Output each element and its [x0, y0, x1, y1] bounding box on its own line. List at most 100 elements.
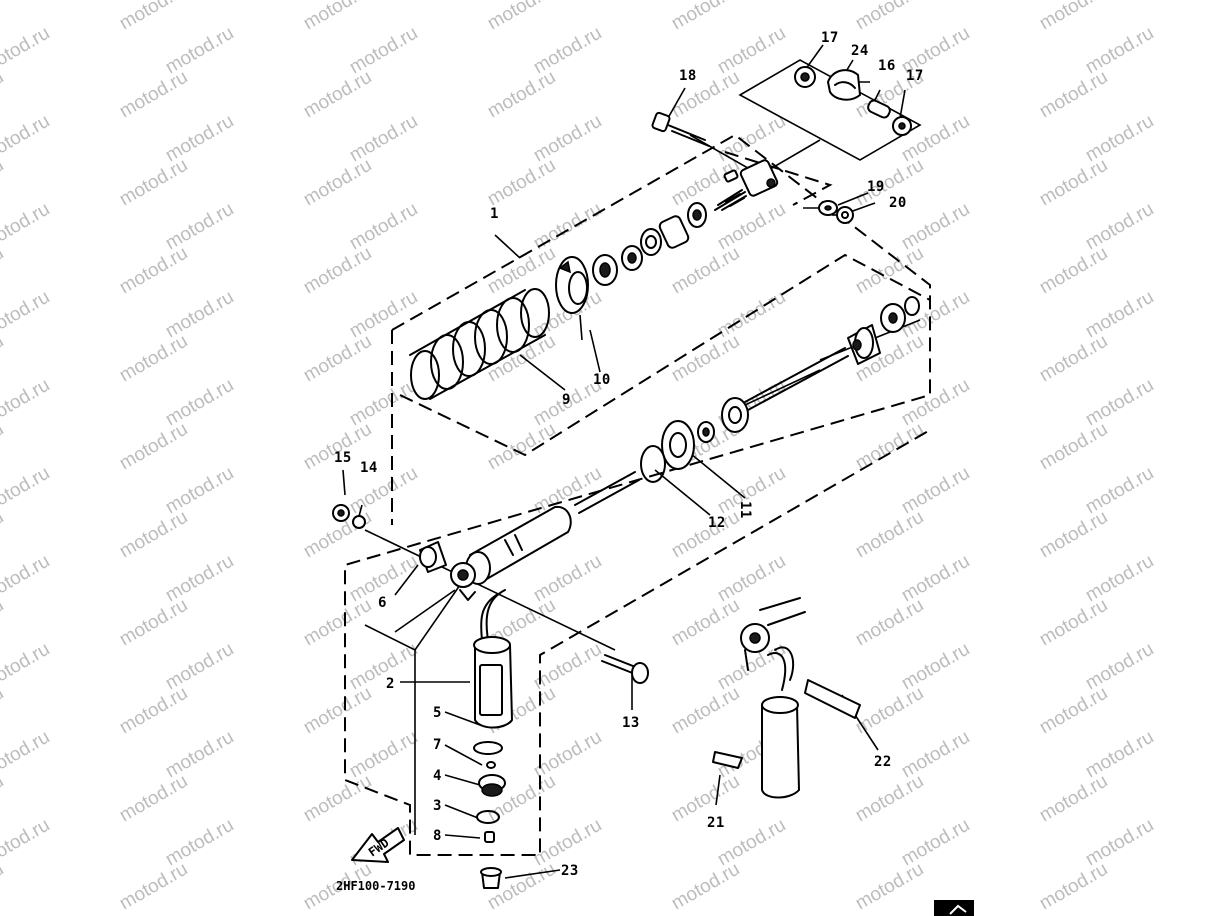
part-label-8: 8 — [433, 828, 442, 844]
watermark-text: motod.ru — [484, 243, 559, 299]
watermark-text: motod.ru — [1036, 243, 1111, 299]
watermark-text: motod.ru — [116, 507, 191, 563]
watermark-text: motod.ru — [668, 859, 743, 915]
link-bushing-set — [794, 66, 912, 136]
watermark-text: motod.ru — [0, 287, 53, 343]
watermark-text: motod.ru — [0, 155, 7, 211]
piston-rod-assembly — [640, 296, 920, 483]
watermark-text: motod.ru — [300, 683, 375, 739]
part-label-21: 21 — [707, 815, 725, 831]
watermark-text: motod.ru — [300, 0, 375, 34]
leader-lines — [342, 44, 922, 879]
watermark-text: motod.ru — [116, 859, 191, 915]
part-label-2: 2 — [386, 676, 395, 692]
watermark-text: motod.ru — [0, 331, 7, 387]
part-label-9: 9 — [562, 392, 571, 408]
watermark-text: motod.ru — [1036, 155, 1111, 211]
watermark-text: motod.ru — [1036, 771, 1111, 827]
watermark-text: motod.ru — [300, 771, 375, 827]
watermark-text: motod.ru — [116, 243, 191, 299]
cap — [480, 867, 502, 889]
watermark-text: motod.ru — [1036, 419, 1111, 475]
part-label-15: 15 — [334, 450, 352, 466]
watermark-text: motod.ru — [1036, 859, 1111, 915]
watermark-text: motod.ru — [668, 0, 743, 34]
part-label-19: 19 — [867, 179, 885, 195]
watermark-text: motod.ru — [668, 507, 743, 563]
watermark-text: motod.ru — [300, 155, 375, 211]
watermark-text: motod.ru — [1036, 0, 1111, 34]
part-label-10: 10 — [593, 372, 611, 388]
washer-and-nut — [818, 200, 854, 224]
watermark-text: motod.ru — [852, 683, 927, 739]
coil-spring — [409, 288, 550, 400]
watermark-text: motod.ru — [668, 595, 743, 651]
part-number-labels: 1 2 3 4 5 6 7 8 9 10 11 12 13 14 15 16 1… — [334, 30, 924, 893]
watermark-text: motod.ru — [0, 727, 53, 783]
part-label-7: 7 — [433, 737, 442, 753]
spring-seat — [555, 256, 589, 314]
watermark-text: motod.ru — [668, 683, 743, 739]
watermark-text: motod.ru — [1036, 683, 1111, 739]
watermark-text: motod.ru — [1036, 595, 1111, 651]
watermark-text: motod.ru — [0, 771, 7, 827]
adjuster-nuts — [592, 202, 707, 286]
watermark-text: motod.ru — [484, 419, 559, 475]
watermark-text: motod.ru — [0, 375, 53, 431]
watermark-text: motod.ru — [0, 0, 7, 34]
watermark-text: motod.ru — [668, 771, 743, 827]
part-label-23: 23 — [561, 863, 579, 879]
watermark-text: motod.ru — [0, 639, 53, 695]
watermark-text: motod.ru — [0, 859, 7, 915]
watermark-text: motod.ru — [852, 0, 927, 34]
watermark-text: motod.ru — [0, 243, 7, 299]
watermark-text: motod.ru — [1036, 507, 1111, 563]
assembly-boundary-lines — [344, 133, 931, 856]
part-label-5: 5 — [433, 705, 442, 721]
watermark-text: motod.ru — [1036, 331, 1111, 387]
part-label-12: 12 — [708, 515, 726, 531]
part-label-4: 4 — [433, 768, 442, 784]
part-label-16: 16 — [878, 58, 896, 74]
part-label-22: 22 — [874, 754, 892, 770]
watermark-text: motod.ru — [852, 507, 927, 563]
part-label-1: 1 — [490, 206, 499, 222]
watermark-text: motod.ru — [300, 67, 375, 123]
watermark-text: motod.ru — [484, 67, 559, 123]
part-label-17a: 17 — [821, 30, 839, 46]
watermark-text: motod.ru — [0, 463, 53, 519]
part-label-17b: 17 — [906, 68, 924, 84]
watermark-text: motod.ru — [1036, 67, 1111, 123]
watermark-text: motod.ru — [852, 419, 927, 475]
diagram-code: 2HF100-7190 — [336, 879, 415, 893]
reservoir-tank — [473, 589, 513, 729]
watermark-text: motod.ru — [116, 331, 191, 387]
part-label-3: 3 — [433, 798, 442, 814]
bushing-nut-washer — [332, 504, 447, 573]
watermark-text: motod.ru — [852, 595, 927, 651]
watermark-text: motod.ru — [0, 507, 7, 563]
watermark-text: motod.ru — [116, 419, 191, 475]
watermark-text: motod.ru — [668, 243, 743, 299]
watermark-text: motod.ru — [852, 859, 927, 915]
corner-mark — [934, 900, 974, 916]
watermark-text: motod.ru — [0, 683, 7, 739]
part-label-18: 18 — [679, 68, 697, 84]
watermark-text: motod.ru — [116, 67, 191, 123]
watermark-text: motod.ru — [0, 111, 53, 167]
watermark-text: motod.ru — [0, 23, 53, 79]
watermark-text: motod.ru — [0, 595, 7, 651]
watermark-text: motod.ru — [116, 595, 191, 651]
part-label-20: 20 — [889, 195, 907, 211]
watermark-text: motod.ru — [852, 243, 927, 299]
watermark-text: motod.ru — [116, 771, 191, 827]
watermark-text: motod.ru — [116, 0, 191, 34]
watermark-text: motod.ru — [300, 243, 375, 299]
part-label-11: 11 — [737, 501, 753, 519]
part-label-13: 13 — [622, 715, 640, 731]
rod-end-clevis — [714, 159, 779, 211]
watermark-text: motod.ru — [0, 551, 53, 607]
